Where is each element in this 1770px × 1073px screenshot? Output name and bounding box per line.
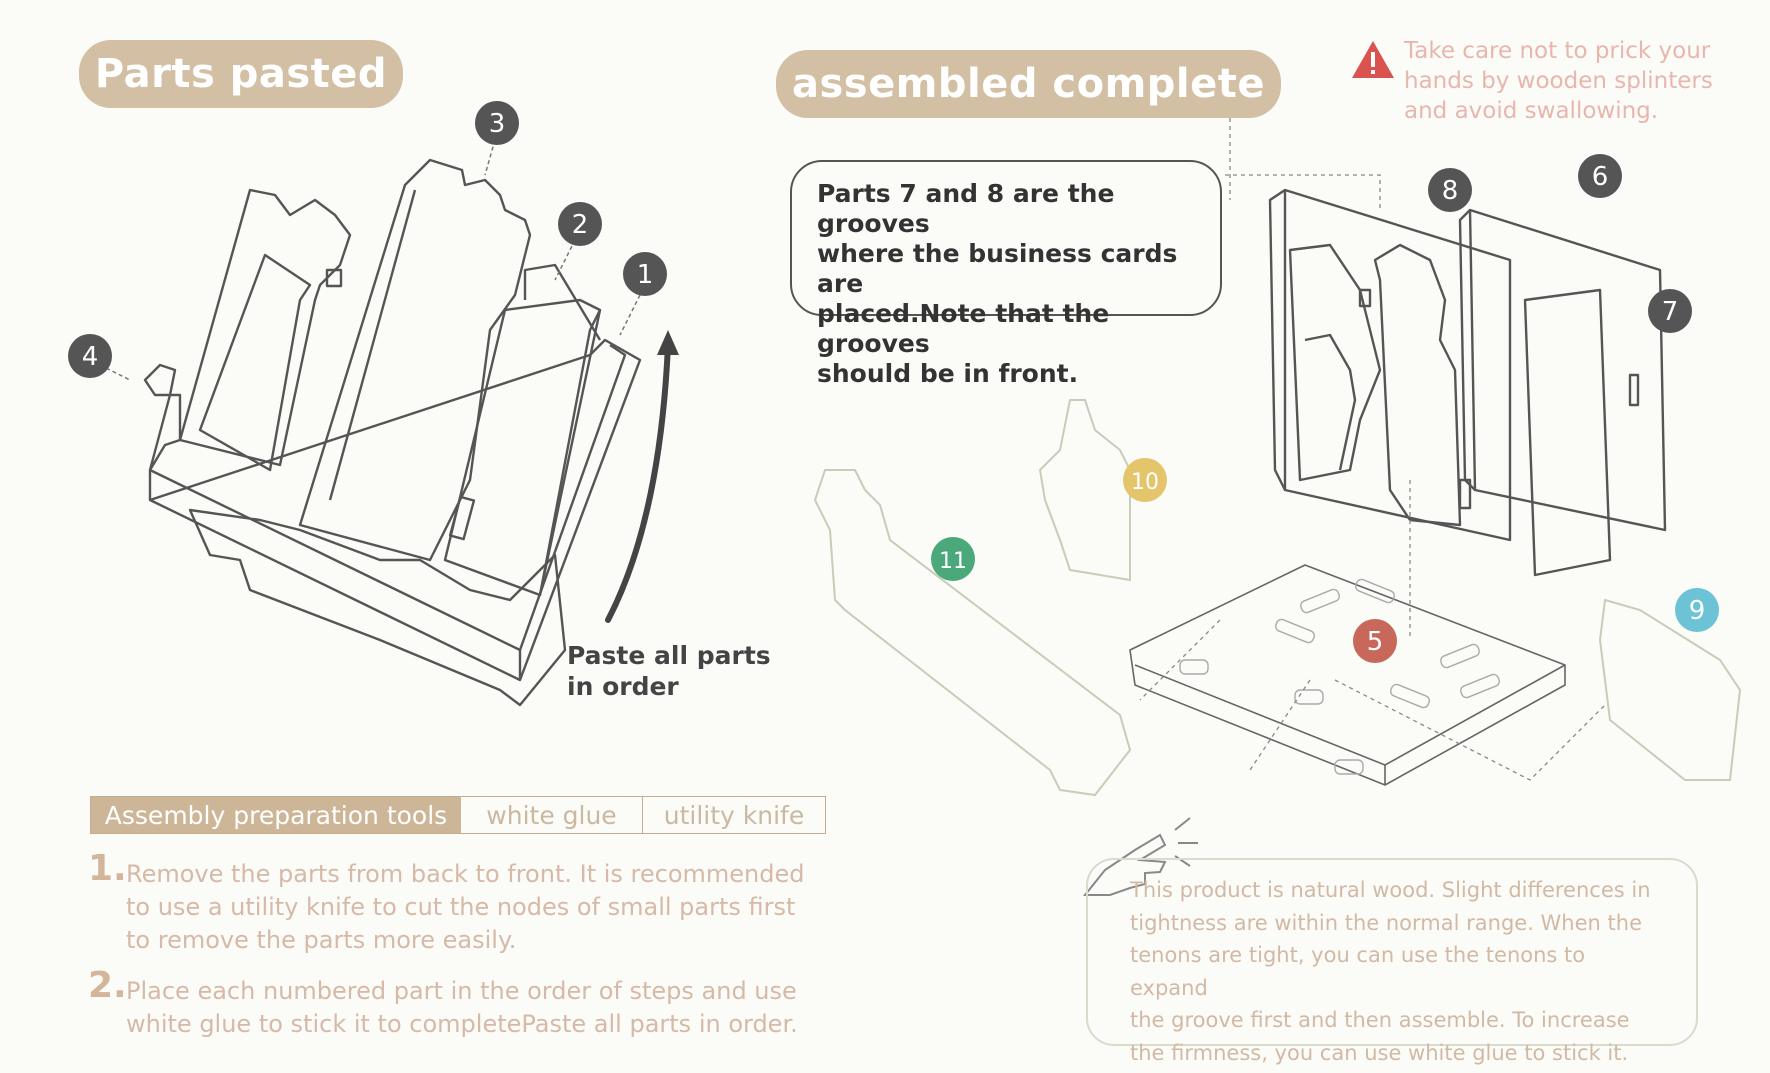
note-line: This product is natural wood. Slight dif… bbox=[1130, 878, 1651, 902]
tools-bar: Assembly preparation tools white glue ut… bbox=[90, 796, 826, 834]
warning-line: hands by wooden splinters bbox=[1404, 68, 1713, 94]
warning-text: Take care not to prick your hands by woo… bbox=[1404, 36, 1754, 126]
step-line: white glue to stick it to completePaste … bbox=[126, 1010, 798, 1038]
svg-text:5: 5 bbox=[1367, 627, 1384, 657]
warning-line: Take care not to prick your bbox=[1404, 38, 1711, 64]
parts-pasted-heading: Parts pasted bbox=[79, 40, 403, 108]
callout-line: where the business cards are bbox=[817, 239, 1178, 298]
warning-line: and avoid swallowing. bbox=[1404, 98, 1659, 124]
arrow-head bbox=[657, 330, 679, 355]
ghost-parts bbox=[813, 399, 1742, 797]
natural-wood-note: This product is natural wood. Slight dif… bbox=[1086, 858, 1698, 1065]
note-line: the groove first and then assemble. To i… bbox=[1130, 1008, 1630, 1032]
part-badge-9 bbox=[1675, 588, 1719, 632]
note-line: tenons are tight, you can use the tenons… bbox=[1130, 943, 1586, 1000]
step-line: to use a utility knife to cut the nodes … bbox=[126, 893, 796, 921]
right-assembly-drawing bbox=[1268, 188, 1667, 577]
tools-title: Assembly preparation tools bbox=[91, 797, 461, 833]
callout-line: should be in front. bbox=[817, 359, 1079, 388]
paste-order-label: Paste all parts in order bbox=[567, 640, 807, 702]
part-badge-10 bbox=[1123, 458, 1167, 502]
svg-text:9: 9 bbox=[1689, 596, 1706, 626]
warning-notice: Take care not to prick your hands by woo… bbox=[1340, 36, 1750, 126]
tool-utility-knife: utility knife bbox=[663, 800, 805, 830]
callout-line: placed.Note that the grooves bbox=[817, 299, 1110, 358]
part-badge-3 bbox=[475, 101, 519, 145]
svg-text:4: 4 bbox=[82, 342, 99, 372]
svg-text:3: 3 bbox=[489, 109, 506, 139]
step-text: Remove the parts from back to front. It … bbox=[126, 858, 916, 957]
left-part-badges: 1 2 3 4 bbox=[68, 101, 667, 378]
assembled-complete-heading: assembled complete bbox=[776, 50, 1281, 118]
paste-label-line: Paste all parts bbox=[567, 641, 771, 670]
step-line: to remove the parts more easily. bbox=[126, 926, 517, 954]
svg-text:8: 8 bbox=[1442, 176, 1459, 206]
left-assembly-drawing bbox=[143, 158, 642, 707]
warning-triangle-icon bbox=[1352, 41, 1394, 78]
right-guide-lines bbox=[1139, 110, 1606, 781]
note-line: tightness are within the normal range. W… bbox=[1130, 910, 1642, 935]
svg-text:10: 10 bbox=[1131, 470, 1159, 495]
part-badge-1 bbox=[623, 252, 667, 296]
note-line: the firmness, you can use white glue to … bbox=[1130, 1040, 1629, 1065]
svg-text:7: 7 bbox=[1662, 297, 1679, 327]
tool-white-glue: white glue bbox=[461, 797, 643, 833]
svg-text:11: 11 bbox=[939, 549, 967, 574]
part-badge-7 bbox=[1648, 289, 1692, 333]
part-badge-2 bbox=[558, 202, 602, 246]
svg-text:2: 2 bbox=[572, 210, 589, 240]
svg-text:1: 1 bbox=[637, 260, 654, 290]
paste-direction-arrow bbox=[605, 342, 671, 623]
svg-text:6: 6 bbox=[1592, 162, 1609, 192]
grooves-callout: Parts 7 and 8 are the grooves where the … bbox=[790, 160, 1222, 388]
part-badge-5 bbox=[1353, 619, 1397, 663]
base-slots bbox=[1179, 578, 1500, 775]
part-badge-8 bbox=[1428, 168, 1472, 212]
right-part-badges: 5 6 7 8 9 10 11 bbox=[931, 154, 1719, 663]
step-number: 2. bbox=[88, 965, 127, 1006]
step-line: Remove the parts from back to front. It … bbox=[126, 860, 805, 888]
callout-line: Parts 7 and 8 are the grooves bbox=[817, 179, 1115, 238]
part-badge-4 bbox=[68, 334, 112, 378]
part-badge-11 bbox=[931, 537, 975, 581]
base-plate-drawing bbox=[1129, 564, 1566, 786]
step-text: Place each numbered part in the order of… bbox=[126, 975, 916, 1041]
step-line: Place each numbered part in the order of… bbox=[126, 977, 797, 1005]
pointing-hand-icon bbox=[1082, 817, 1198, 896]
left-leader-lines bbox=[99, 139, 641, 381]
paste-label-line: in order bbox=[567, 672, 679, 701]
part-badge-6 bbox=[1578, 154, 1622, 198]
step-number: 1. bbox=[88, 848, 127, 889]
